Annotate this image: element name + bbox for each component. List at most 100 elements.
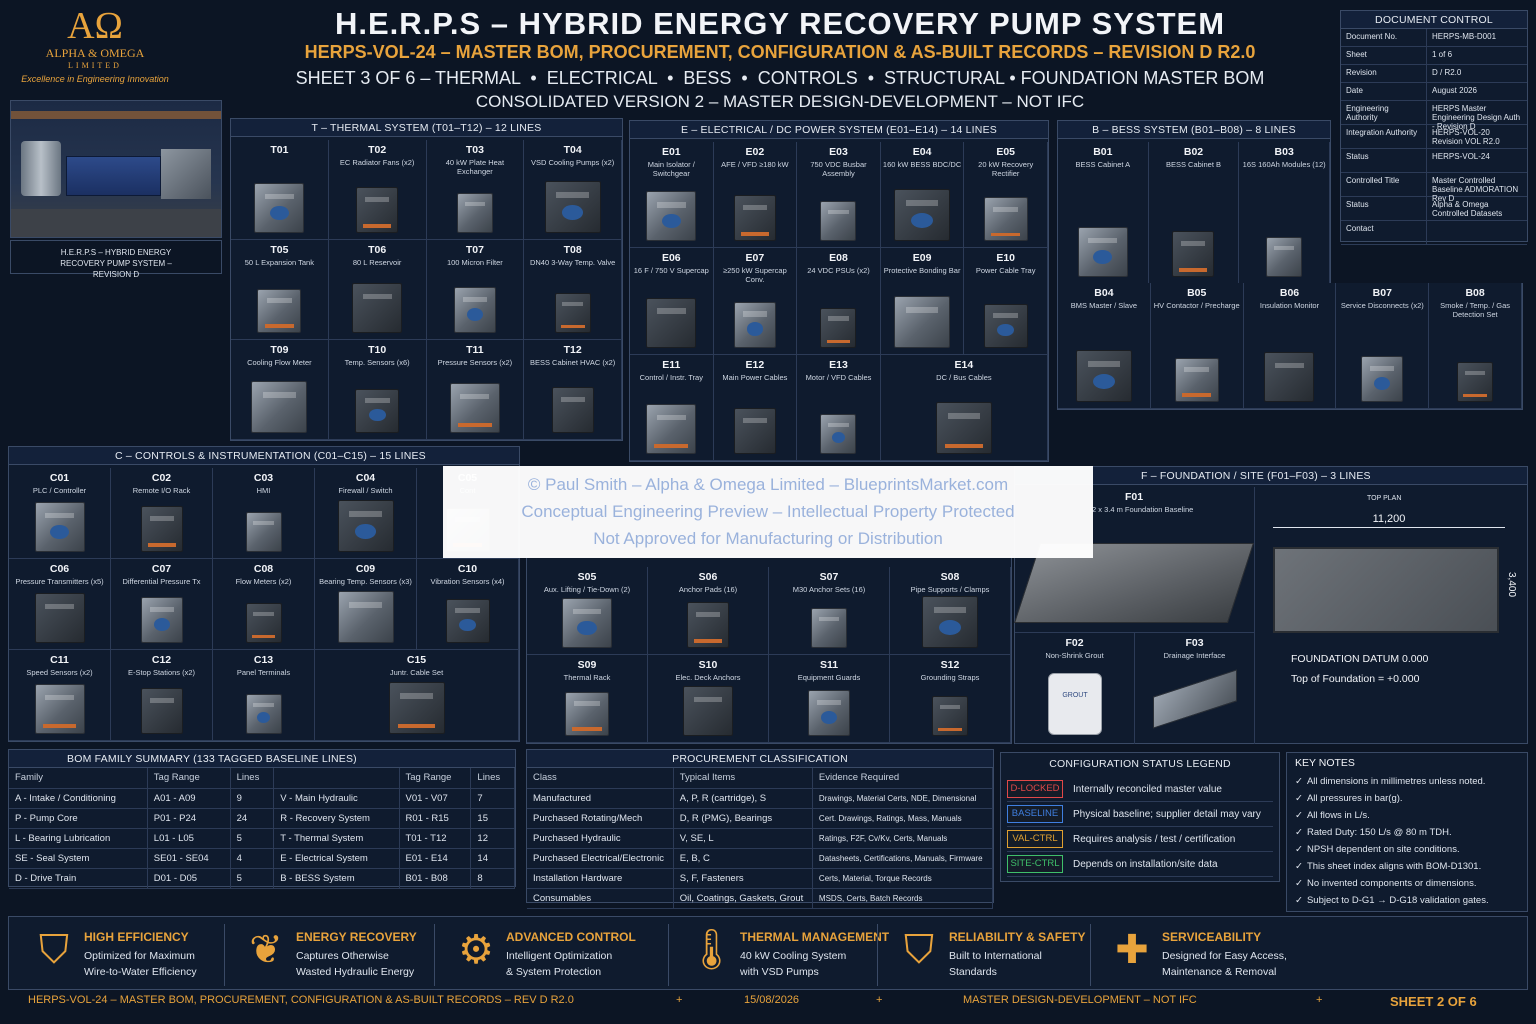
component-code: E04 xyxy=(912,146,932,158)
bom-cell: T01 - T12 xyxy=(399,828,472,849)
component-cell-e04[interactable]: E04 160 kW BESS BDC/DC xyxy=(880,142,965,249)
procurement-cell: V, SE, L xyxy=(673,828,813,849)
component-label: BMS Master / Slave xyxy=(1070,301,1138,310)
component-label: Control / Instr. Tray xyxy=(639,372,703,382)
bom-cell: 4 xyxy=(230,848,275,869)
feature-line-2: Standards xyxy=(949,966,997,978)
component-cell-t01[interactable]: T01 xyxy=(231,140,329,240)
component-image xyxy=(922,596,978,648)
bom-cell: 12 xyxy=(470,828,515,849)
component-code: T12 xyxy=(563,344,582,356)
foundation-panel: F – FOUNDATION / SITE (F01–F03) – 3 LINE… xyxy=(1014,466,1528,744)
bom-cell: SE01 - SE04 xyxy=(147,848,231,869)
logo-tagline: Excellence in Engineering Innovation xyxy=(21,74,169,84)
component-label: 160 kW BESS BDC/DC xyxy=(882,160,962,169)
key-notes-panel: KEY NOTES ✓All dimensions in millimetres… xyxy=(1286,752,1528,912)
component-label: Pressure Transmitters (x5) xyxy=(15,577,104,586)
procurement-cell: Installation Hardware xyxy=(527,868,674,889)
component-label: 40 kW Plate Heat Exchanger xyxy=(445,158,505,176)
component-cell-e07[interactable]: E07≥250 kW Supercap Conv. xyxy=(713,248,798,355)
component-code: T06 xyxy=(368,244,387,256)
component-cell-t06[interactable]: T06 80 L Reservoir xyxy=(328,240,427,340)
component-label: Thermal Rack xyxy=(563,673,611,682)
component-image xyxy=(1172,231,1215,277)
component-code: S09 xyxy=(577,659,597,671)
feature-line-1: 40 kW Cooling System xyxy=(740,950,847,962)
feature-title: THERMAL MANAGEMENT xyxy=(740,930,890,944)
component-label: 80 L Reservoir xyxy=(352,258,402,267)
component-image xyxy=(254,183,305,233)
f02-label: Non-Shrink Grout xyxy=(1045,651,1104,660)
shield-check-icon: ⛉ xyxy=(39,928,69,972)
check-icon: ✓ xyxy=(1295,793,1303,804)
bom-header-cell: Tag Range xyxy=(399,768,472,789)
component-code: B03 xyxy=(1274,146,1294,158)
component-image xyxy=(983,303,1028,348)
procurement-cell: MSDS, Certs, Batch Records xyxy=(812,888,994,909)
component-label: AFE / VFD ≥180 kW xyxy=(721,160,789,169)
foundation-f01: F01 2 x 3.4 m Foundation Baseline xyxy=(1014,487,1255,633)
procurement-cell: A, P, R (cartridge), S xyxy=(673,788,813,809)
procurement-title: PROCUREMENT CLASSIFICATION xyxy=(527,750,993,768)
component-code: E12 xyxy=(745,358,765,371)
component-image xyxy=(562,598,612,648)
component-image xyxy=(820,307,857,348)
